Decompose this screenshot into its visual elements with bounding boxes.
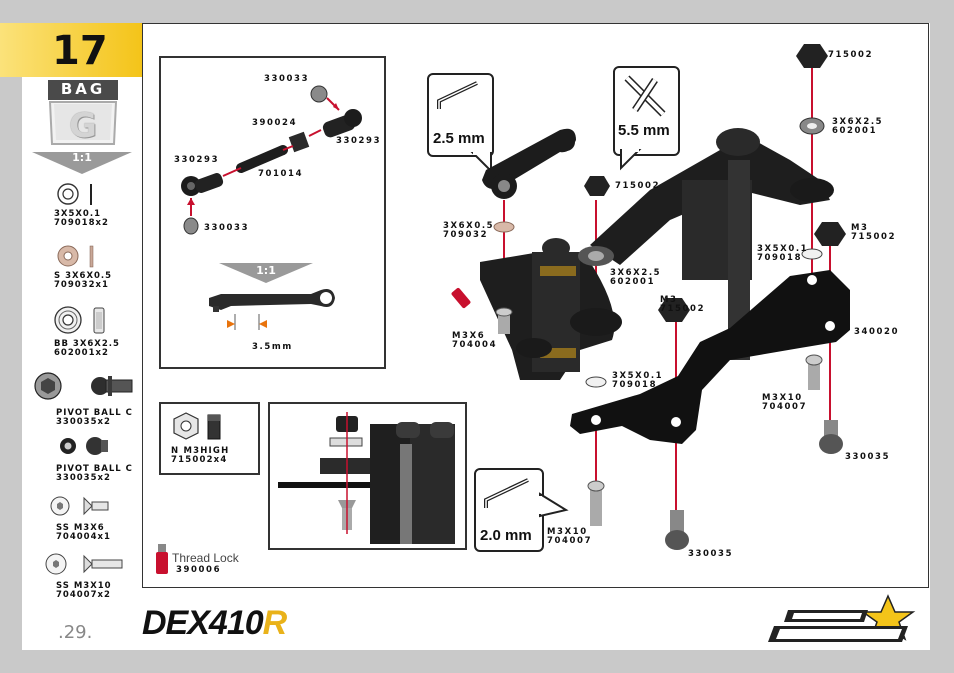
steering-assembly-drawing [451, 44, 850, 550]
part-code: 330035x2 [56, 417, 111, 427]
part-callout: 330035 [688, 549, 734, 559]
scale-banner [32, 152, 132, 174]
inset-label: 701014 [258, 169, 304, 179]
part-name: S 3X6X0.5 [54, 271, 113, 281]
allen-key-icon [437, 81, 492, 174]
product-logo-suffix: R [262, 604, 288, 642]
scale-label: 1:1 [72, 151, 92, 164]
inset-label: 330293 [336, 136, 382, 146]
tool-size-label: 2.5 mm [433, 130, 485, 147]
screw-icon [50, 496, 109, 516]
section-detail-drawing [278, 412, 455, 544]
tool-callout [613, 66, 680, 156]
allen-key-icon [484, 478, 569, 518]
rod-end-exploded-drawing [181, 85, 362, 330]
inset-dimension: 3.5mm [252, 342, 293, 352]
inset-label: 390024 [252, 118, 298, 128]
part-callout: 340020 [854, 327, 900, 337]
tool-callout [427, 73, 494, 157]
part-callout: 3X6X2.5 602001 [610, 268, 662, 287]
team-durango-logo [768, 594, 916, 642]
washer-icon [57, 245, 94, 268]
part-code: 602001x2 [54, 348, 109, 358]
part-code: 709032x1 [54, 280, 109, 290]
part-code: 704007x2 [56, 590, 111, 600]
part-callout: 715002 [828, 50, 874, 60]
inset-label: 330033 [204, 223, 250, 233]
inset-label: 330293 [174, 155, 220, 165]
pivot-ball-icon [34, 372, 133, 400]
part-callout: M3X10 704007 [762, 393, 808, 412]
part-callout: M3X6 704004 [452, 331, 498, 350]
nut-icon [173, 412, 221, 440]
part-callout: 3X6X0.5 709032 [443, 221, 495, 240]
product-logo-text: DEX410 [142, 604, 264, 642]
product-logo: DEX410R [142, 604, 288, 643]
ball-bearing-icon [54, 306, 105, 334]
tool-size-label: 5.5 mm [618, 122, 670, 139]
part-callout: 3X5X0.1 709018 [757, 244, 809, 263]
bag-icon [48, 80, 118, 145]
part-name: PIVOT BALL C [56, 408, 133, 418]
inset-scale-label: 1:1 [256, 264, 276, 277]
part-name: 3X5X0.1 [54, 209, 101, 219]
shim-washer-icon [57, 183, 92, 205]
thread-lock-icon [156, 544, 168, 574]
part-name: SS M3X6 [56, 523, 105, 533]
bag-letter: G [69, 106, 97, 146]
part-name: BB 3X6X2.5 [54, 339, 120, 349]
step-number: 17 [52, 28, 108, 74]
part-callout: M3 715002 [660, 295, 706, 314]
part-callout: 715002 [615, 181, 661, 191]
part-code: 704004x1 [56, 532, 111, 542]
page-number: .29. [58, 622, 93, 643]
nut-name: N M3HIGH [171, 446, 230, 456]
thread-lock-name: Thread Lock [172, 551, 239, 565]
pivot-ball-icon [60, 437, 108, 455]
nut-driver-icon [620, 75, 666, 171]
nut-code: 715002x4 [171, 455, 228, 465]
part-code: 330035x2 [56, 473, 111, 483]
part-callout: 3X5X0.1 709018 [612, 371, 664, 390]
part-callout: M3X10 704007 [547, 527, 593, 546]
tool-size-label: 2.0 mm [480, 527, 532, 544]
part-callout: M3 715002 [851, 223, 897, 242]
thread-lock-code: 390006 [176, 565, 222, 575]
bag-label: BAG [60, 80, 106, 98]
part-callout: 330035 [845, 452, 891, 462]
part-code: 709018x2 [54, 218, 109, 228]
inset-label: 330033 [264, 74, 310, 84]
step-number-badge [0, 23, 142, 77]
rod-end-inset [159, 56, 386, 369]
part-name: PIVOT BALL C [56, 464, 133, 474]
part-name: SS M3X10 [56, 581, 112, 591]
part-callout: 3X6X2.5 602001 [832, 117, 884, 136]
screw-icon [45, 553, 123, 575]
